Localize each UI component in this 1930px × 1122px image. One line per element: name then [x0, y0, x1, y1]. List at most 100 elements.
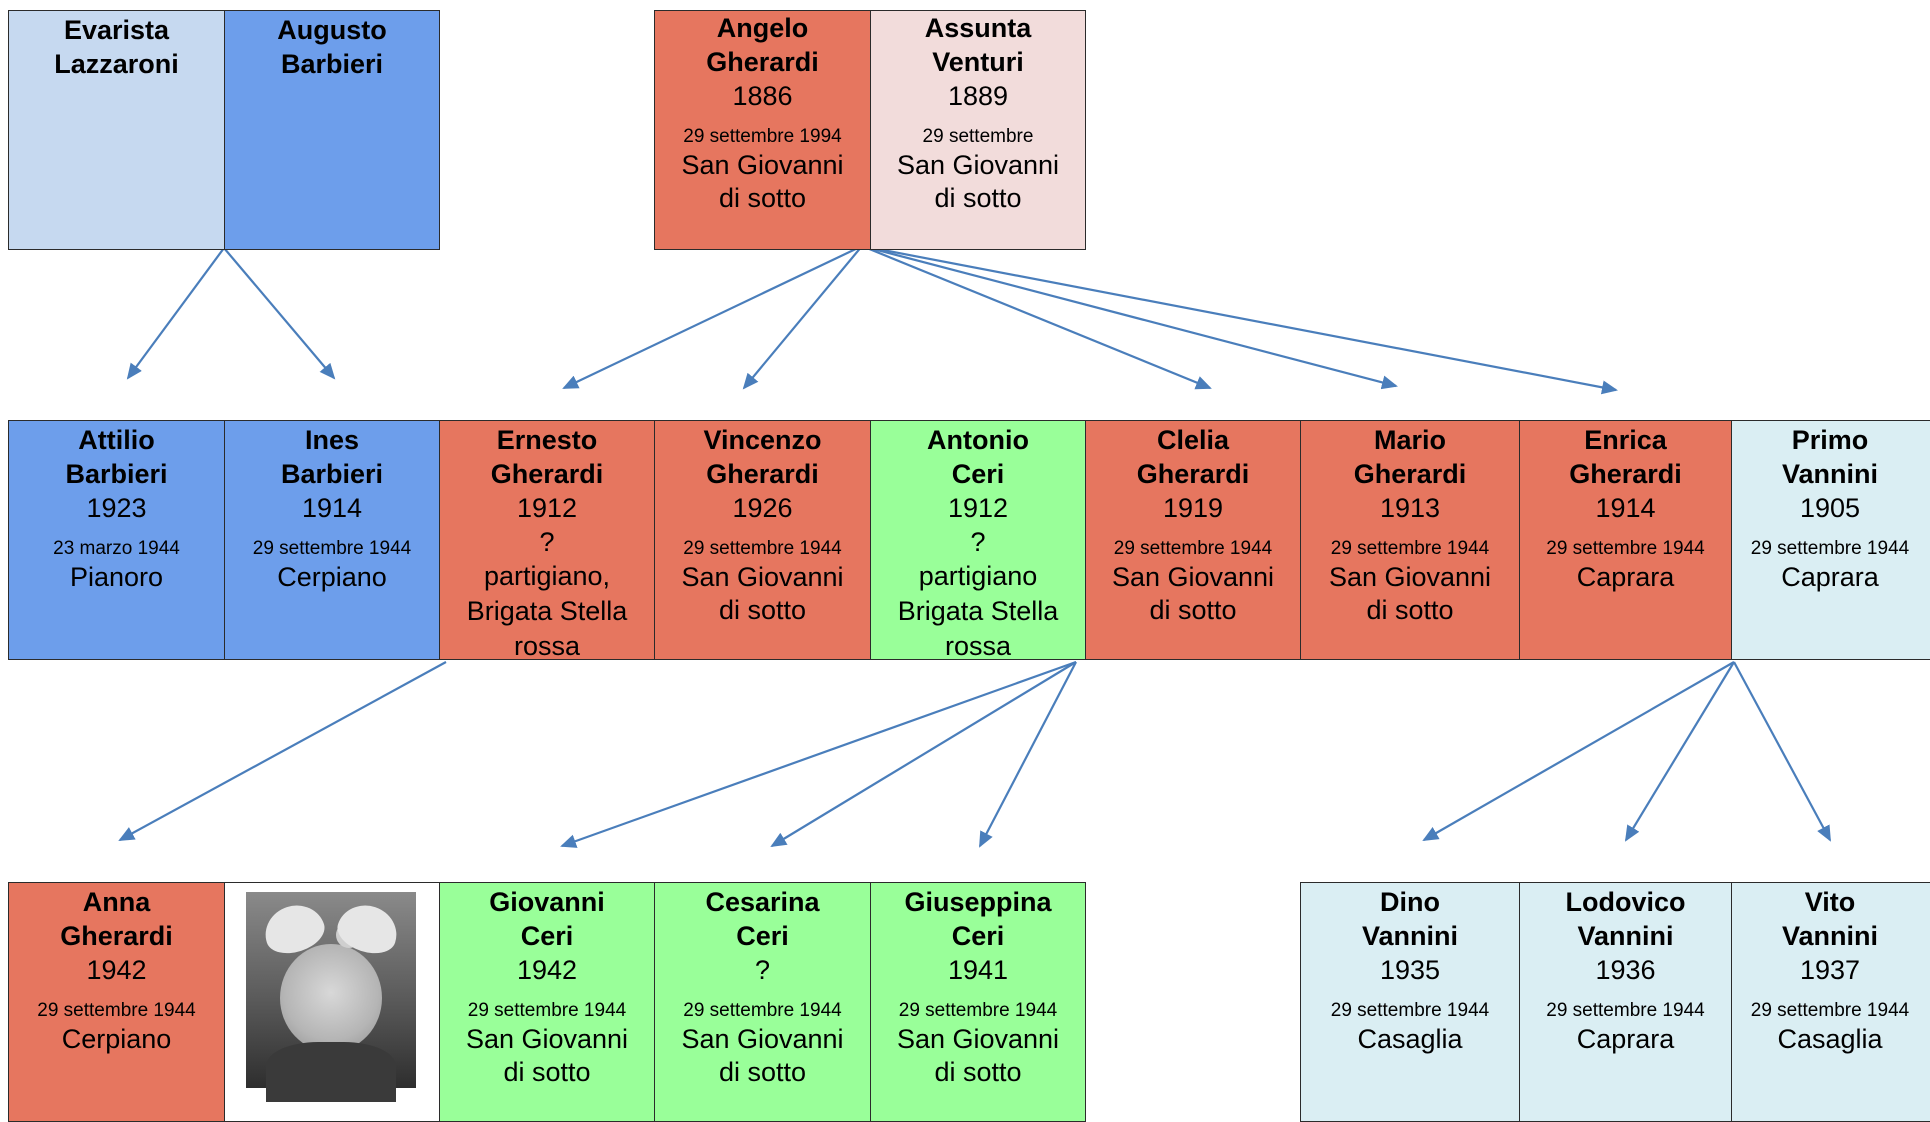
birth-year: 1914 [301, 493, 363, 523]
last-name: Ceri [736, 921, 789, 951]
arrow-angelo-mario [861, 244, 1398, 390]
death-place-line2: di sotto [1366, 595, 1454, 625]
arrow-angelo-ernesto [562, 245, 863, 389]
death-place: Casaglia [1777, 1024, 1883, 1054]
last-name: Gherardi [1569, 459, 1682, 489]
first-name: Attilio [78, 425, 155, 455]
death-place-line2: di sotto [934, 1057, 1022, 1087]
birth-year: 1913 [1379, 493, 1441, 523]
death-date: 29 settembre 1944 [1750, 1000, 1910, 1021]
first-name: Evarista [63, 15, 170, 45]
arrow-angelo-clelia [861, 244, 1212, 390]
person-box-assunta-venturi: Assunta Venturi 1889 29 settembre San Gi… [870, 10, 1086, 250]
death-place: Casaglia [1357, 1024, 1463, 1054]
birth-year: 1935 [1379, 955, 1441, 985]
last-name: Barbieri [280, 459, 384, 489]
death-place: San Giovanni [681, 562, 844, 592]
death-place: San Giovanni [681, 1024, 844, 1054]
birth-year: 1942 [86, 955, 147, 985]
first-name: Anna [82, 887, 151, 917]
person-box-mario-gherardi: Mario Gherardi 1913 29 settembre 1944 Sa… [1300, 420, 1520, 660]
death-date: 29 settembre 1944 [1113, 538, 1273, 559]
last-name: Ceri [520, 921, 574, 951]
birth-year: 1912 [516, 493, 578, 523]
birth-year: 1923 [86, 493, 147, 523]
person-box-vincenzo-gherardi: Vincenzo Gherardi 1926 29 settembre 1944… [654, 420, 871, 660]
death-date: 29 settembre 1944 [683, 538, 842, 559]
death-date: 23 marzo 1944 [53, 538, 180, 559]
arrow-antonio-giovanni [560, 660, 1077, 848]
note-line1: partigiano [918, 561, 1038, 591]
last-name: Gherardi [706, 459, 819, 489]
person-box-cesarina-ceri: Cesarina Ceri ? 29 settembre 1944 San Gi… [654, 882, 871, 1122]
arrow-augusto-ines [223, 247, 336, 380]
first-name: Enrica [1584, 425, 1667, 455]
last-name: Ceri [951, 921, 1005, 951]
person-box-evarista-lazzaroni: Evarista Lazzaroni [8, 10, 225, 250]
death-place: San Giovanni [896, 1024, 1060, 1054]
first-name: Clelia [1156, 425, 1230, 455]
last-name: Vannini [1361, 921, 1459, 951]
person-box-antonio-ceri: Antonio Ceri 1912 ? partigiano Brigata S… [870, 420, 1086, 660]
death-place: San Giovanni [896, 150, 1060, 180]
person-box-giuseppina-ceri: Giuseppina Ceri 1941 29 settembre 1944 S… [870, 882, 1086, 1122]
death-place: San Giovanni [681, 150, 844, 180]
first-name: Lodovico [1565, 887, 1686, 917]
first-name: Giovanni [489, 887, 605, 917]
person-box-anna-gherardi: Anna Gherardi 1942 29 settembre 1944 Cer… [8, 882, 225, 1122]
first-name: Ines [304, 425, 360, 455]
photo-face [280, 944, 382, 1052]
first-name: Antonio [927, 425, 1029, 455]
death-date: 29 settembre [922, 126, 1034, 147]
first-name: Dino [1380, 887, 1440, 917]
death-place-line2: di sotto [718, 595, 807, 625]
last-name: Barbieri [65, 459, 168, 489]
arrow-primo-lodovico [1624, 661, 1735, 842]
last-name: Ceri [951, 459, 1005, 489]
birth-year: 1942 [516, 955, 578, 985]
arrow-ernesto-anna [118, 661, 447, 841]
birth-year: 1919 [1162, 493, 1224, 523]
death-place: San Giovanni [1111, 562, 1275, 592]
last-name: Gherardi [60, 921, 173, 951]
birth-year: 1889 [947, 81, 1009, 111]
birth-year: 1914 [1595, 493, 1656, 523]
death-date: 29 settembre 1944 [252, 538, 412, 559]
person-box-angelo-gherardi: Angelo Gherardi 1886 29 settembre 1994 S… [654, 10, 871, 250]
birth-year: 1941 [947, 955, 1009, 985]
arrow-antonio-giuseppina [979, 661, 1077, 848]
death-date: 29 settembre 1944 [1750, 538, 1910, 559]
death-place-line2: di sotto [718, 1057, 807, 1087]
last-name: Venturi [932, 47, 1024, 77]
arrow-augusto-attilio [126, 247, 225, 380]
last-name: Barbieri [280, 49, 384, 79]
death-date: 29 settembre 1944 [467, 1000, 627, 1021]
first-name: Vito [1804, 887, 1856, 917]
person-box-enrica-gherardi: Enrica Gherardi 1914 29 settembre 1944 C… [1519, 420, 1732, 660]
last-name: Lazzaroni [54, 49, 179, 79]
first-name: Cesarina [705, 887, 820, 917]
note-line3: rossa [513, 631, 581, 660]
person-box-augusto-barbieri: Augusto Barbieri [224, 10, 440, 250]
first-name: Augusto [277, 15, 387, 45]
last-name: Gherardi [1136, 459, 1250, 489]
death-place: Caprara [1576, 562, 1675, 592]
death-date: 29 settembre 1944 [1546, 1000, 1705, 1021]
photo-hair-bow [264, 900, 398, 960]
note-line2: Brigata Stella [466, 596, 628, 626]
last-name: Vannini [1577, 921, 1674, 951]
note-line2: Brigata Stella [897, 596, 1059, 626]
death-status: ? [539, 527, 555, 557]
first-name: Assunta [924, 13, 1032, 43]
death-place: San Giovanni [1328, 562, 1492, 592]
death-place: Caprara [1781, 562, 1879, 592]
person-box-vito-vannini: Vito Vannini 1937 29 settembre 1944 Casa… [1731, 882, 1930, 1122]
death-place: Cerpiano [277, 562, 387, 592]
death-date: 29 settembre 1944 [1330, 538, 1490, 559]
person-box-attilio-barbieri: Attilio Barbieri 1923 23 marzo 1944 Pian… [8, 420, 225, 660]
first-name: Giuseppina [904, 887, 1052, 917]
arrow-primo-vito [1733, 661, 1831, 842]
first-name: Ernesto [496, 425, 598, 455]
last-name: Vannini [1781, 459, 1879, 489]
